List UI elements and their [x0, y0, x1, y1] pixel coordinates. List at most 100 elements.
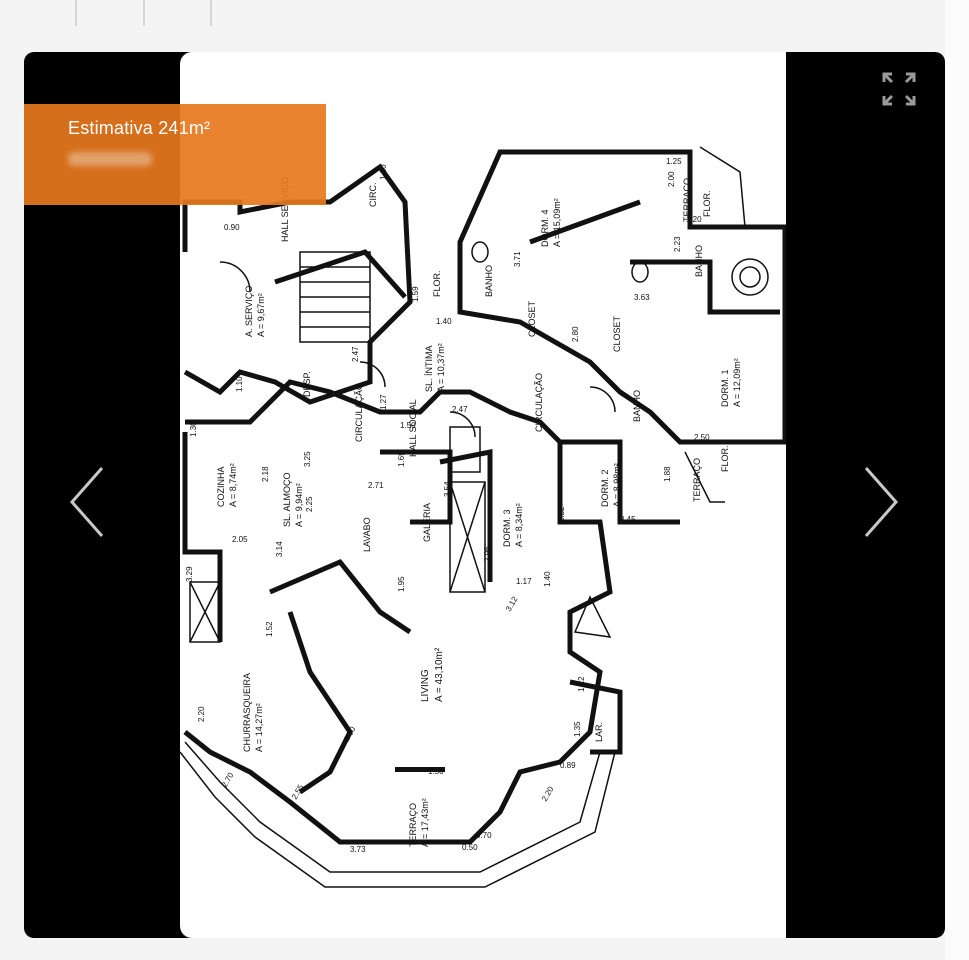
- dimension-label: 3.14: [275, 541, 284, 557]
- area-estimate-label: Estimativa 241m²: [68, 118, 211, 138]
- dimension-label: 3.29: [185, 566, 194, 582]
- previous-image-button[interactable]: [64, 462, 114, 542]
- dimension-label: 2.47: [351, 346, 360, 362]
- next-image-button[interactable]: [854, 462, 904, 542]
- dimension-label: 1.30: [189, 421, 198, 437]
- room-area-dorm3: A = 8,34m²: [514, 503, 524, 547]
- toolbar-divider: [143, 0, 145, 26]
- toolbar-divider: [75, 0, 77, 26]
- room-label-dorm2: DORM. 2: [600, 469, 610, 507]
- dimension-label: 3.73: [350, 845, 366, 854]
- room-label-lavabo: LAVABO: [362, 517, 372, 552]
- room-label-lar: LAR.: [594, 722, 604, 742]
- room-label-flor-mid: FLOR.: [432, 270, 442, 297]
- chevron-left-icon: [69, 467, 104, 537]
- dimension-label: 2.20: [540, 785, 556, 803]
- dimension-label: 1.95: [397, 576, 406, 592]
- dimension-label: 2.23: [673, 236, 682, 252]
- room-area-living: A = 43,10m²: [434, 647, 445, 702]
- dimension-label: 1.50: [428, 767, 444, 776]
- room-label-closet-b: CLOSET: [612, 315, 622, 352]
- dimension-label: 1.10: [235, 376, 244, 392]
- room-area-terraco-bottom: A = 17,43m²: [420, 798, 430, 847]
- image-gallery-viewer: A. SERVIÇO A = 9,67m² HALL SERVIÇO CIRC.…: [24, 52, 945, 938]
- room-area-dorm4: A = 15,09m²: [552, 198, 562, 247]
- dimension-label: 1.30: [379, 164, 388, 180]
- dimension-label: 2.52: [557, 506, 566, 522]
- room-label-galeria: GALERIA: [422, 503, 432, 542]
- dimension-label: 2.50: [694, 433, 710, 442]
- dimension-label: 1.40: [436, 317, 452, 326]
- room-label-flor-top: FLOR.: [702, 190, 712, 217]
- room-area-churrasqueira: A = 14,27m²: [254, 703, 264, 752]
- dimension-label: 3.45: [620, 515, 636, 524]
- room-label-dorm3: DORM. 3: [502, 509, 512, 547]
- room-label-banho-b: BANHO: [694, 245, 704, 277]
- room-label-closet-a: CLOSET: [527, 300, 537, 337]
- scale-bar: [395, 767, 445, 772]
- dimension-label: 0.89: [560, 761, 576, 770]
- dimension-label: 1.20: [686, 215, 702, 224]
- dimension-label: 1.12: [577, 676, 586, 692]
- room-label-desp: DESP.: [302, 371, 312, 397]
- room-label-servico: A. SERVIÇO: [244, 286, 254, 337]
- dimension-label: 1.25: [666, 157, 682, 166]
- dimension-label: 1.52: [265, 621, 274, 637]
- dimension-label: 3.63: [634, 293, 650, 302]
- dimension-label: 1.17: [516, 577, 532, 586]
- room-area-servico: A = 9,67m²: [256, 293, 266, 337]
- room-label-living: LIVING: [420, 669, 431, 702]
- room-area-dorm2: A = 8,98m²: [612, 463, 622, 507]
- room-label-terraco-top: TERRAÇO: [682, 178, 692, 222]
- dimension-label: 1.27: [379, 394, 388, 410]
- room-area-sl-intima: A = 10,37m²: [436, 343, 446, 392]
- dimension-label: 1.50: [400, 421, 416, 430]
- room-label-banho-c: BANHO: [632, 390, 642, 422]
- dimension-label: 1.35: [573, 721, 582, 737]
- dimension-label: 3.25: [303, 451, 312, 467]
- dimension-label: 1.40: [543, 571, 552, 587]
- room-label-hall-social: HALL SOCIAL: [408, 399, 418, 457]
- dimension-label: 1.59: [411, 286, 420, 302]
- page-scroll-edge: [945, 0, 969, 960]
- room-label-hall-servico: HALL SERVIÇO: [280, 177, 290, 242]
- room-label-dorm4: DORM. 4: [540, 209, 550, 247]
- dimension-label: 2.80: [571, 326, 580, 342]
- area-estimate-badge: Estimativa 241m²: [24, 104, 326, 205]
- dimension-label: 2.18: [261, 466, 270, 482]
- dimension-label: 2.70: [220, 771, 236, 789]
- room-label-sl-almoco: SL. ALMOÇO: [282, 472, 292, 527]
- dimension-label: 2.25: [305, 496, 314, 512]
- dimension-label: 2.47: [452, 405, 468, 414]
- room-label-dorm1: DORM. 1: [720, 369, 730, 407]
- chevron-right-icon: [864, 467, 899, 537]
- room-label-terraco-bottom: TERRAÇO: [408, 803, 418, 847]
- dimension-label: 0.70: [476, 831, 492, 840]
- room-area-cozinha: A = 8,74m²: [228, 463, 238, 507]
- room-label-circulacao-a: CIRCULAÇÃO: [354, 383, 364, 442]
- toolbar-divider: [210, 0, 212, 26]
- room-label-banho-a: BANHO: [484, 265, 494, 297]
- expand-icon[interactable]: [880, 70, 918, 108]
- dimension-label: 2.00: [667, 171, 676, 187]
- dimension-label: 2.20: [197, 706, 206, 722]
- dimension-label: 3.54: [443, 481, 452, 497]
- room-label-churrasqueira: CHURRASQUEIRA: [242, 673, 252, 752]
- dimension-label: 2.05: [232, 535, 248, 544]
- dimension-label: 3.12: [504, 595, 520, 613]
- room-label-circulacao-b: CIRCULAÇÃO: [534, 373, 544, 432]
- room-area-sl-almoco: A = 9,94m²: [294, 483, 304, 527]
- room-label-terraco-right: TERRAÇO: [692, 458, 702, 502]
- room-label-sl-intima: SL. ÍNTIMA: [424, 345, 434, 392]
- top-toolbar-strip: [0, 0, 969, 30]
- dimension-label: 1.69: [397, 451, 406, 467]
- room-area-dorm1: A = 12,09m²: [732, 358, 742, 407]
- floor-plan-drawing: A. SERVIÇO A = 9,67m² HALL SERVIÇO CIRC.…: [180, 146, 786, 888]
- room-label-circ: CIRC.: [368, 183, 378, 208]
- room-label-cozinha: COZINHA: [216, 467, 226, 508]
- dimension-label: 2.71: [368, 481, 384, 490]
- dimension-label: 3.71: [513, 251, 522, 267]
- dimension-label: 1.88: [663, 466, 672, 482]
- dimension-label: 0.50: [462, 843, 478, 852]
- blurred-text: [68, 152, 152, 166]
